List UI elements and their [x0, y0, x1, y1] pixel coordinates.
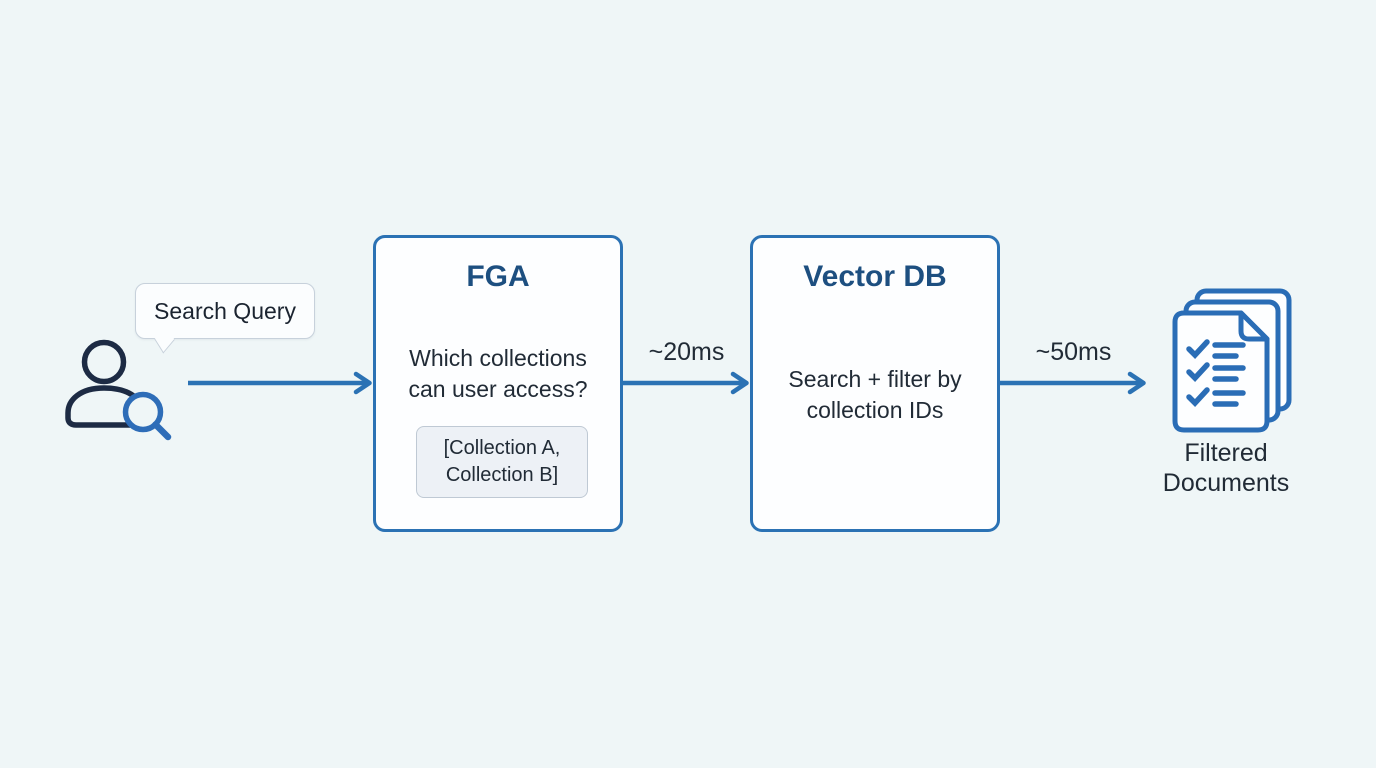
magnifier-glass [122, 391, 164, 433]
checklist-rows [1186, 339, 1246, 407]
fga-result-chip: [Collection A, Collection B] [416, 426, 588, 498]
magnifier-handle [152, 421, 172, 441]
vectordb-node-description: Search + filter by collection IDs [788, 366, 962, 423]
flow-arrow-user-to-fga [188, 371, 372, 395]
page-fold-corner [1238, 310, 1270, 342]
latency-label-fga: ~20ms [648, 338, 725, 366]
vectordb-node: Vector DB Search + filter by collection … [750, 235, 1000, 532]
speech-bubble-label: Search Query [154, 297, 296, 324]
latency-label-vectordb: ~50ms [1035, 338, 1112, 366]
search-query-speech-bubble: Search Query [135, 283, 315, 354]
fga-node-description: Which collections can user access? [408, 345, 588, 402]
fga-node: FGA Which collections can user access? [… [373, 235, 623, 532]
user-search-icon [65, 339, 172, 441]
vectordb-node-title: Vector DB [803, 260, 947, 293]
flow-arrow-vectordb-to-output [1000, 371, 1146, 395]
fga-node-title: FGA [466, 260, 530, 293]
flow-arrow-fga-to-vectordb [623, 371, 749, 395]
filtered-documents-label: Filtered Documents [1162, 439, 1290, 497]
filtered-documents-icon [1172, 288, 1292, 433]
